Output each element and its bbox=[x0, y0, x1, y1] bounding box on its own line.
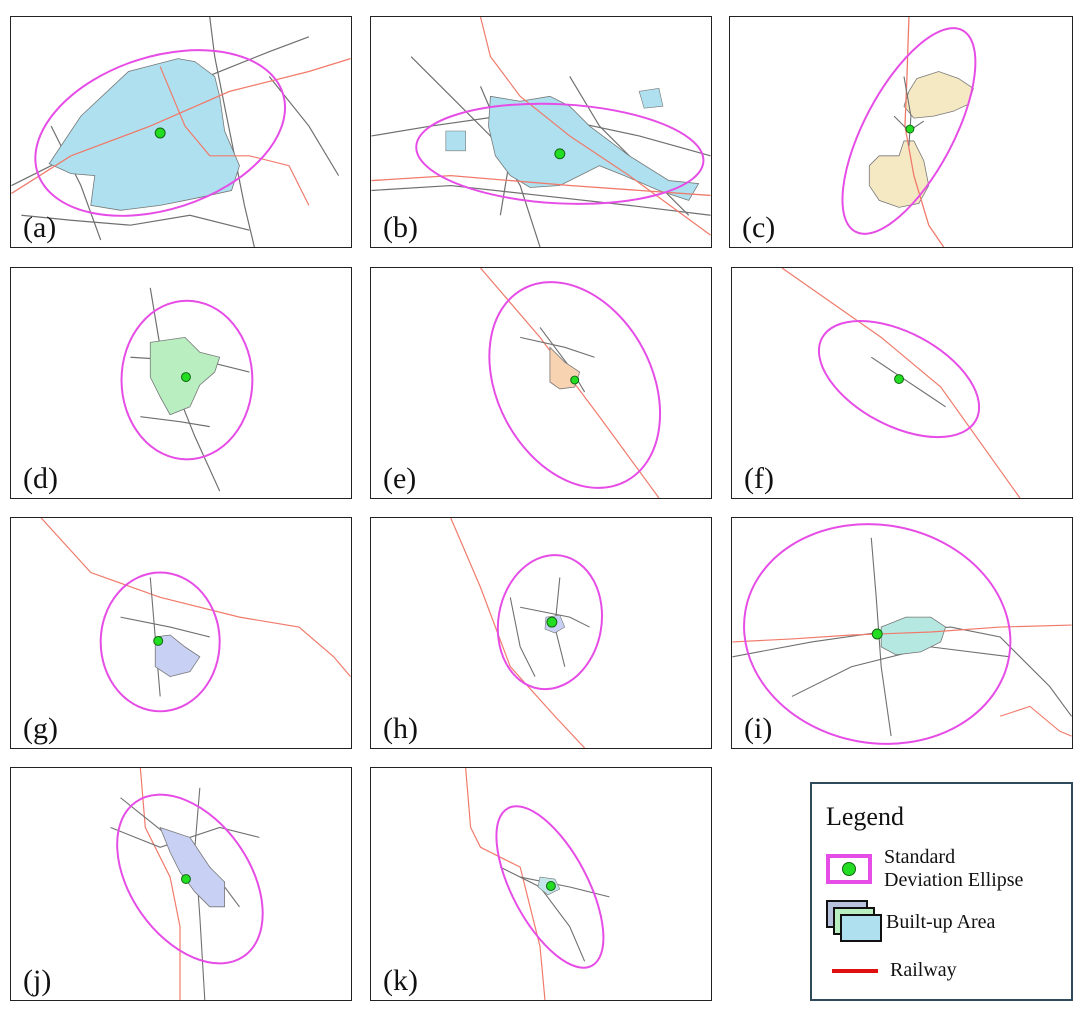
legend-row-sde: Standard Deviation Ellipse bbox=[826, 846, 1023, 892]
map-panel-k: (k) bbox=[370, 767, 712, 1001]
map-panel-g: (g) bbox=[10, 517, 352, 749]
standard-deviation-ellipse bbox=[116, 793, 264, 965]
railway-line bbox=[732, 624, 1072, 643]
legend-bua-label: Built-up Area bbox=[886, 910, 996, 933]
map-panel-e: (e) bbox=[370, 267, 712, 499]
panel-label: (i) bbox=[744, 712, 773, 745]
standard-deviation-ellipse bbox=[34, 49, 286, 217]
panel-label: (h) bbox=[383, 712, 418, 745]
mean-center-dot bbox=[181, 874, 191, 885]
built-up-area bbox=[48, 58, 240, 211]
legend-title: Legend bbox=[826, 802, 904, 831]
railway-line-2 bbox=[999, 705, 1072, 737]
mean-center-dot bbox=[545, 881, 556, 891]
railway-line bbox=[11, 58, 351, 195]
mean-center-dot bbox=[554, 148, 566, 160]
panel-label: (f) bbox=[744, 462, 774, 495]
railway-line-2 bbox=[479, 17, 711, 236]
map-panel-f: (f) bbox=[731, 267, 1073, 499]
legend-sde-line2: Deviation Ellipse bbox=[884, 869, 1024, 891]
map-k-canvas bbox=[465, 768, 610, 1000]
legend-row-bua: Built-up Area bbox=[826, 900, 995, 944]
built-up-area bbox=[154, 634, 201, 678]
map-e-canvas bbox=[480, 268, 662, 498]
standard-deviation-ellipse bbox=[99, 571, 221, 713]
map-f-canvas bbox=[781, 268, 1021, 498]
panel-label: (k) bbox=[383, 964, 418, 997]
panel-label: (d) bbox=[23, 462, 58, 495]
mean-center-dot bbox=[894, 374, 904, 384]
map-panel-h: (h) bbox=[370, 517, 712, 749]
mean-center-dot bbox=[546, 616, 558, 628]
red-line-icon bbox=[832, 968, 878, 973]
map-a-canvas bbox=[11, 17, 351, 247]
standard-deviation-ellipse bbox=[495, 805, 605, 969]
railway-line bbox=[371, 174, 711, 197]
built-up-area bbox=[903, 71, 974, 119]
legend-railway-label: Railway bbox=[890, 959, 957, 981]
map-i-canvas bbox=[732, 523, 1072, 745]
map-panel-a: (a) bbox=[10, 16, 352, 248]
panel-label: (a) bbox=[23, 211, 57, 244]
mean-center-dot bbox=[871, 628, 883, 640]
map-legend: Legend Standard Deviation Ellipse Built-… bbox=[810, 782, 1073, 1001]
legend-sde-line1: Standard bbox=[884, 846, 956, 868]
built-up-area-2 bbox=[868, 140, 930, 208]
map-panel-c: (c) bbox=[729, 16, 1073, 248]
map-panel-j: (j) bbox=[10, 767, 352, 1001]
railway-line-2 bbox=[159, 66, 310, 206]
railway-line bbox=[465, 768, 546, 1000]
map-c-canvas bbox=[841, 17, 977, 247]
railway-line bbox=[40, 518, 351, 678]
legend-row-railway: Railway bbox=[826, 959, 957, 982]
panel-label: (e) bbox=[383, 462, 417, 495]
mean-center-dot bbox=[153, 635, 164, 646]
map-panel-b: (b) bbox=[370, 16, 712, 248]
mean-center-dot bbox=[570, 375, 580, 385]
built-up-area bbox=[159, 826, 226, 908]
standard-deviation-ellipse bbox=[496, 554, 604, 691]
ellipse-swatch-icon bbox=[826, 854, 872, 884]
map-j-canvas bbox=[110, 768, 264, 1000]
panel-label: (c) bbox=[742, 211, 776, 244]
standard-deviation-ellipse bbox=[743, 523, 1012, 745]
panel-label: (b) bbox=[383, 211, 418, 244]
mean-center-dot bbox=[905, 124, 915, 134]
railway-line bbox=[781, 268, 1021, 498]
standard-deviation-ellipse bbox=[488, 281, 662, 489]
map-panel-d: (d) bbox=[10, 267, 352, 499]
built-up-area bbox=[880, 616, 947, 656]
map-panel-i: (i) bbox=[731, 517, 1073, 749]
road-network bbox=[500, 866, 610, 962]
legend-sde-label: Standard Deviation Ellipse bbox=[884, 846, 1023, 892]
mean-center-dot bbox=[181, 372, 191, 383]
railway-line bbox=[450, 518, 586, 748]
built-up-area bbox=[488, 95, 700, 201]
map-g-canvas bbox=[40, 518, 351, 713]
mean-center-dot bbox=[154, 127, 166, 139]
map-d-canvas bbox=[120, 287, 254, 492]
railway-line bbox=[139, 768, 181, 1000]
map-h-canvas bbox=[450, 518, 604, 748]
road-network bbox=[870, 356, 946, 408]
standard-deviation-ellipse bbox=[841, 27, 977, 235]
stacked-polygons-icon bbox=[826, 900, 882, 944]
road-network bbox=[110, 787, 260, 1000]
panel-label: (j) bbox=[23, 964, 52, 997]
standard-deviation-ellipse bbox=[817, 319, 981, 439]
panel-label: (g) bbox=[23, 712, 58, 745]
map-b-canvas bbox=[371, 17, 711, 247]
standard-deviation-ellipse bbox=[120, 299, 254, 461]
centroid-dot-icon bbox=[842, 862, 856, 876]
standard-deviation-ellipse bbox=[415, 102, 705, 205]
railway-line bbox=[904, 17, 945, 247]
